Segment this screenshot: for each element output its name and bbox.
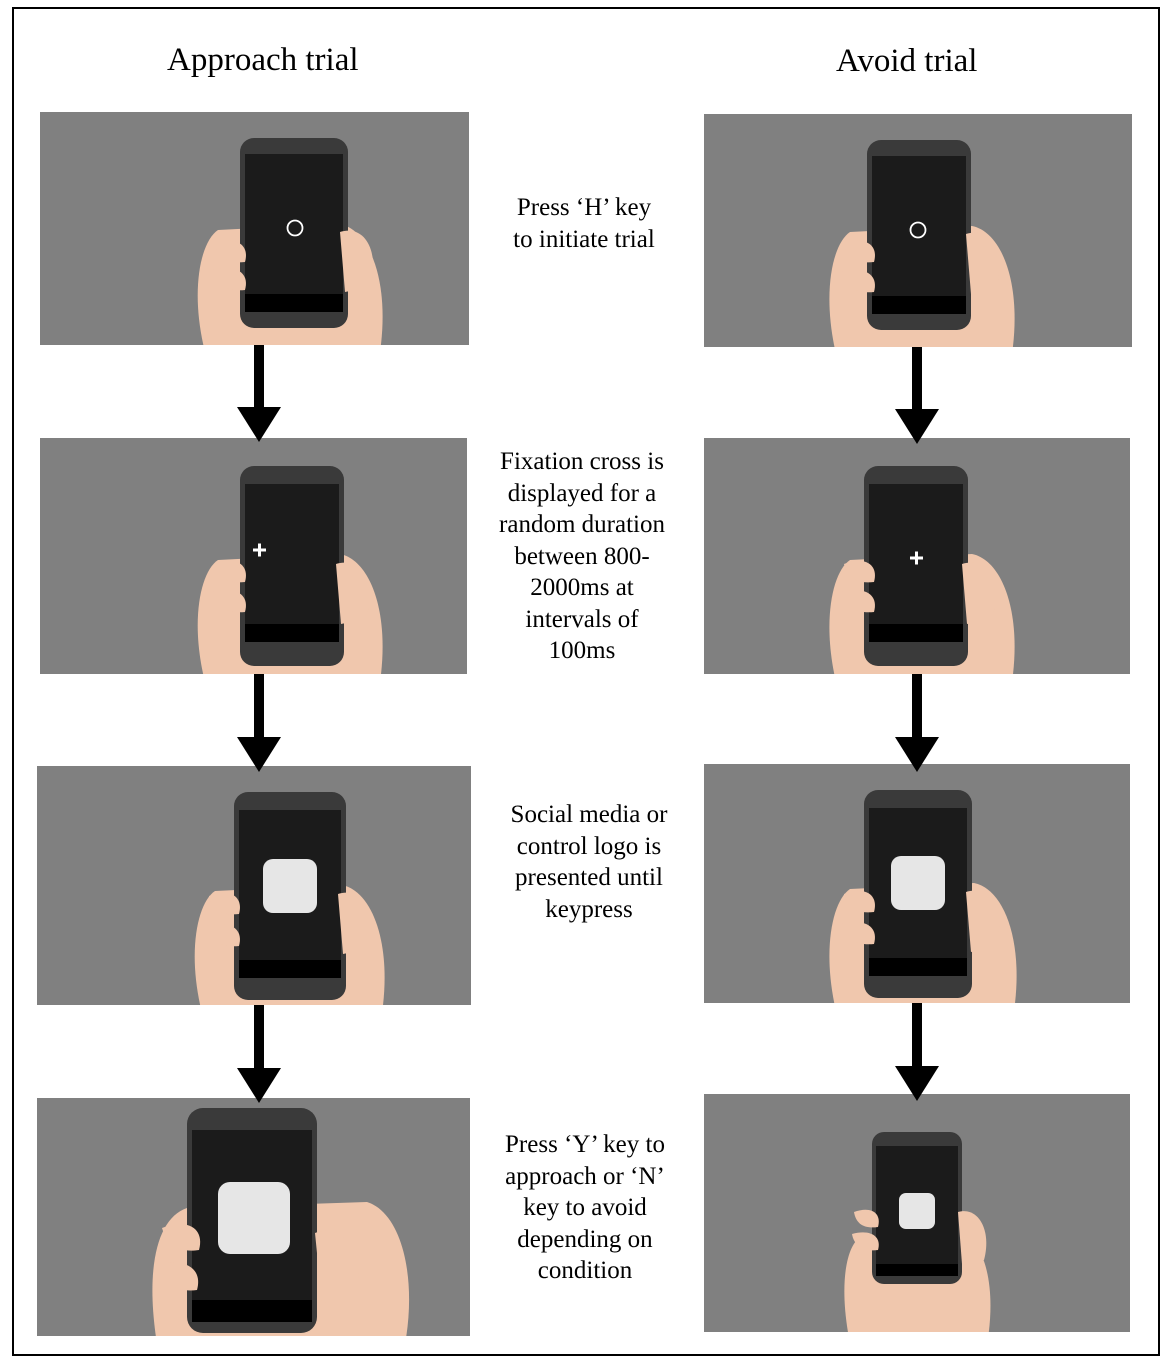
step-4-description: Press ‘Y’ key to approach or ‘N’ key to … bbox=[479, 1129, 691, 1287]
step-1-description: Press ‘H’ key to initiate trial bbox=[478, 192, 690, 255]
phone-in-hand-logo-large bbox=[37, 1098, 470, 1336]
phone-in-hand-logo bbox=[704, 764, 1130, 1003]
approach-step-4-panel bbox=[37, 1098, 470, 1336]
step-2-line: between 800- bbox=[476, 541, 688, 573]
step-1-line: Press ‘H’ key bbox=[478, 192, 690, 224]
phone-in-hand-cross bbox=[40, 438, 467, 674]
approach-step-2-panel bbox=[40, 438, 467, 674]
step-2-line: Fixation cross is bbox=[476, 446, 688, 478]
step-2-description: Fixation cross is displayed for a random… bbox=[476, 446, 688, 667]
avoid-arrow-1 bbox=[895, 347, 939, 444]
avoid-step-4-panel bbox=[704, 1094, 1130, 1332]
approach-arrow-2 bbox=[237, 674, 281, 772]
step-2-line: random duration bbox=[476, 509, 688, 541]
phone-in-hand-cross bbox=[704, 438, 1130, 674]
avoid-trial-title: Avoid trial bbox=[836, 43, 977, 80]
phone-in-hand-logo bbox=[37, 766, 471, 1005]
step-3-line: control logo is bbox=[483, 831, 695, 863]
approach-arrow-1 bbox=[237, 345, 281, 442]
logo-placeholder-icon bbox=[263, 859, 317, 913]
phone-in-hand-circle bbox=[704, 114, 1132, 347]
phone-in-hand-logo-small bbox=[704, 1094, 1130, 1332]
logo-placeholder-icon bbox=[891, 856, 945, 910]
step-4-line: depending on bbox=[479, 1224, 691, 1256]
step-3-description: Social media or control logo is presente… bbox=[483, 799, 695, 925]
approach-arrow-3 bbox=[237, 1005, 281, 1103]
phone-in-hand-circle bbox=[40, 112, 469, 345]
step-3-line: keypress bbox=[483, 894, 695, 926]
avoid-step-1-panel bbox=[704, 114, 1132, 347]
step-2-line: displayed for a bbox=[476, 478, 688, 510]
step-3-line: Social media or bbox=[483, 799, 695, 831]
step-3-line: presented until bbox=[483, 862, 695, 894]
step-2-line: 100ms bbox=[476, 635, 688, 667]
avoid-arrow-3 bbox=[895, 1003, 939, 1101]
logo-placeholder-small-icon bbox=[899, 1193, 935, 1229]
approach-trial-title: Approach trial bbox=[167, 42, 359, 79]
step-4-line: Press ‘Y’ key to bbox=[479, 1129, 691, 1161]
approach-step-1-panel bbox=[40, 112, 469, 345]
logo-placeholder-large-icon bbox=[218, 1182, 290, 1254]
avoid-step-3-panel bbox=[704, 764, 1130, 1003]
step-4-line: key to avoid bbox=[479, 1192, 691, 1224]
approach-step-3-panel bbox=[37, 766, 471, 1005]
step-2-line: intervals of bbox=[476, 604, 688, 636]
step-4-line: condition bbox=[479, 1255, 691, 1287]
avoid-step-2-panel bbox=[704, 438, 1130, 674]
step-4-line: approach or ‘N’ bbox=[479, 1161, 691, 1193]
step-1-line: to initiate trial bbox=[478, 224, 690, 256]
avoid-arrow-2 bbox=[895, 674, 939, 772]
step-2-line: 2000ms at bbox=[476, 572, 688, 604]
